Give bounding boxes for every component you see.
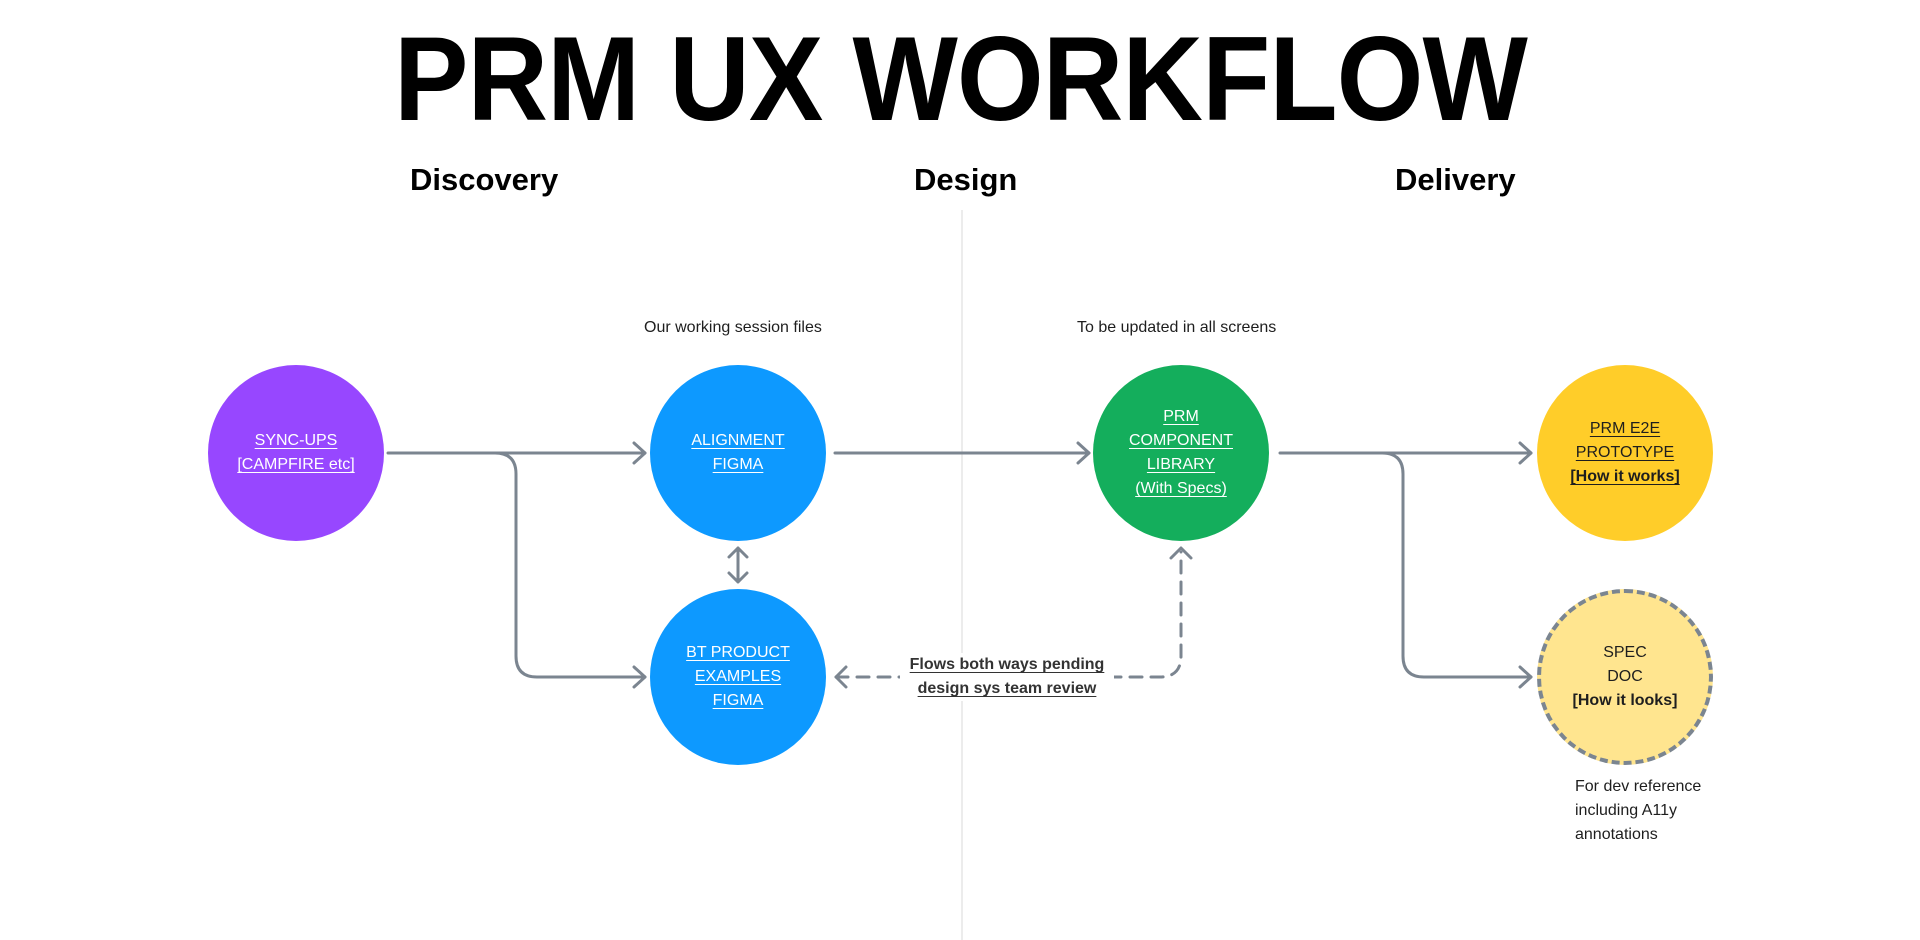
node-label-line[interactable]: BT PRODUCT — [686, 644, 790, 661]
arrowhead-dashed-up-icon — [1169, 546, 1193, 560]
phase-divider — [961, 210, 963, 940]
node-label-line[interactable]: PROTOTYPE — [1575, 444, 1675, 461]
node-alignment-figma[interactable]: ALIGNMENT FIGMA — [650, 365, 826, 541]
flow-label[interactable]: Flows both ways pending design sys team … — [900, 653, 1114, 701]
phase-heading-delivery: Delivery — [1395, 162, 1516, 197]
node-label-line: [How it looks] — [1572, 692, 1678, 709]
node-bt-product-examples[interactable]: BT PRODUCT EXAMPLES FIGMA — [650, 589, 826, 765]
arrowhead-alignment-icon — [632, 441, 647, 465]
connector-dashed-flow — [834, 550, 1183, 679]
node-label-line[interactable]: (With Specs) — [1135, 480, 1227, 497]
double-arrow-icon — [727, 546, 749, 584]
node-label-line[interactable]: SYNC-UPS — [254, 432, 338, 449]
arrowhead-spec-doc-icon — [1518, 665, 1533, 689]
arrowhead-library-icon — [1076, 441, 1091, 465]
node-label-line[interactable]: PRM E2E — [1589, 420, 1661, 437]
node-label-line: SPEC — [1603, 644, 1647, 661]
node-e2e-prototype[interactable]: PRM E2E PROTOTYPE [How it works] — [1537, 365, 1713, 541]
node-label-line[interactable]: FIGMA — [712, 692, 764, 709]
node-component-library[interactable]: PRM COMPONENT LIBRARY (With Specs) — [1093, 365, 1269, 541]
note-dev-reference: For dev reference including A11y annotat… — [1575, 778, 1702, 843]
node-label-line[interactable]: FIGMA — [712, 456, 764, 473]
note-working-session: Our working session files — [644, 319, 822, 336]
arrowhead-dashed-left-icon — [834, 665, 848, 689]
flow-label-line-1[interactable]: Flows both ways pending — [909, 656, 1105, 673]
node-label-line[interactable]: [CAMPFIRE etc] — [237, 456, 355, 473]
node-label-line[interactable]: COMPONENT — [1129, 432, 1233, 449]
node-sync-ups[interactable]: SYNC-UPS [CAMPFIRE etc] — [208, 365, 384, 541]
node-label-line: DOC — [1607, 668, 1643, 685]
node-label-line[interactable]: ALIGNMENT — [691, 432, 785, 449]
node-label-line[interactable]: [How it works] — [1570, 468, 1680, 485]
connector-library-to-spec-doc — [1380, 451, 1533, 679]
arrowhead-prototype-icon — [1518, 441, 1533, 465]
arrowhead-bt-product-icon — [632, 665, 647, 689]
connector-sync-to-bt-product — [493, 451, 647, 679]
phase-heading-design: Design — [914, 162, 1018, 197]
phase-heading-discovery: Discovery — [410, 162, 559, 197]
node-spec-doc[interactable]: SPEC DOC [How it looks] — [1537, 589, 1713, 765]
page-title: PRM UX WORKFLOW — [393, 12, 1528, 146]
flow-label-line-2[interactable]: design sys team review — [917, 680, 1097, 697]
note-to-be-updated: To be updated in all screens — [1077, 319, 1277, 336]
node-label-line[interactable]: PRM — [1163, 408, 1199, 425]
node-label-line[interactable]: EXAMPLES — [694, 668, 782, 685]
node-label-line[interactable]: LIBRARY — [1146, 456, 1216, 473]
